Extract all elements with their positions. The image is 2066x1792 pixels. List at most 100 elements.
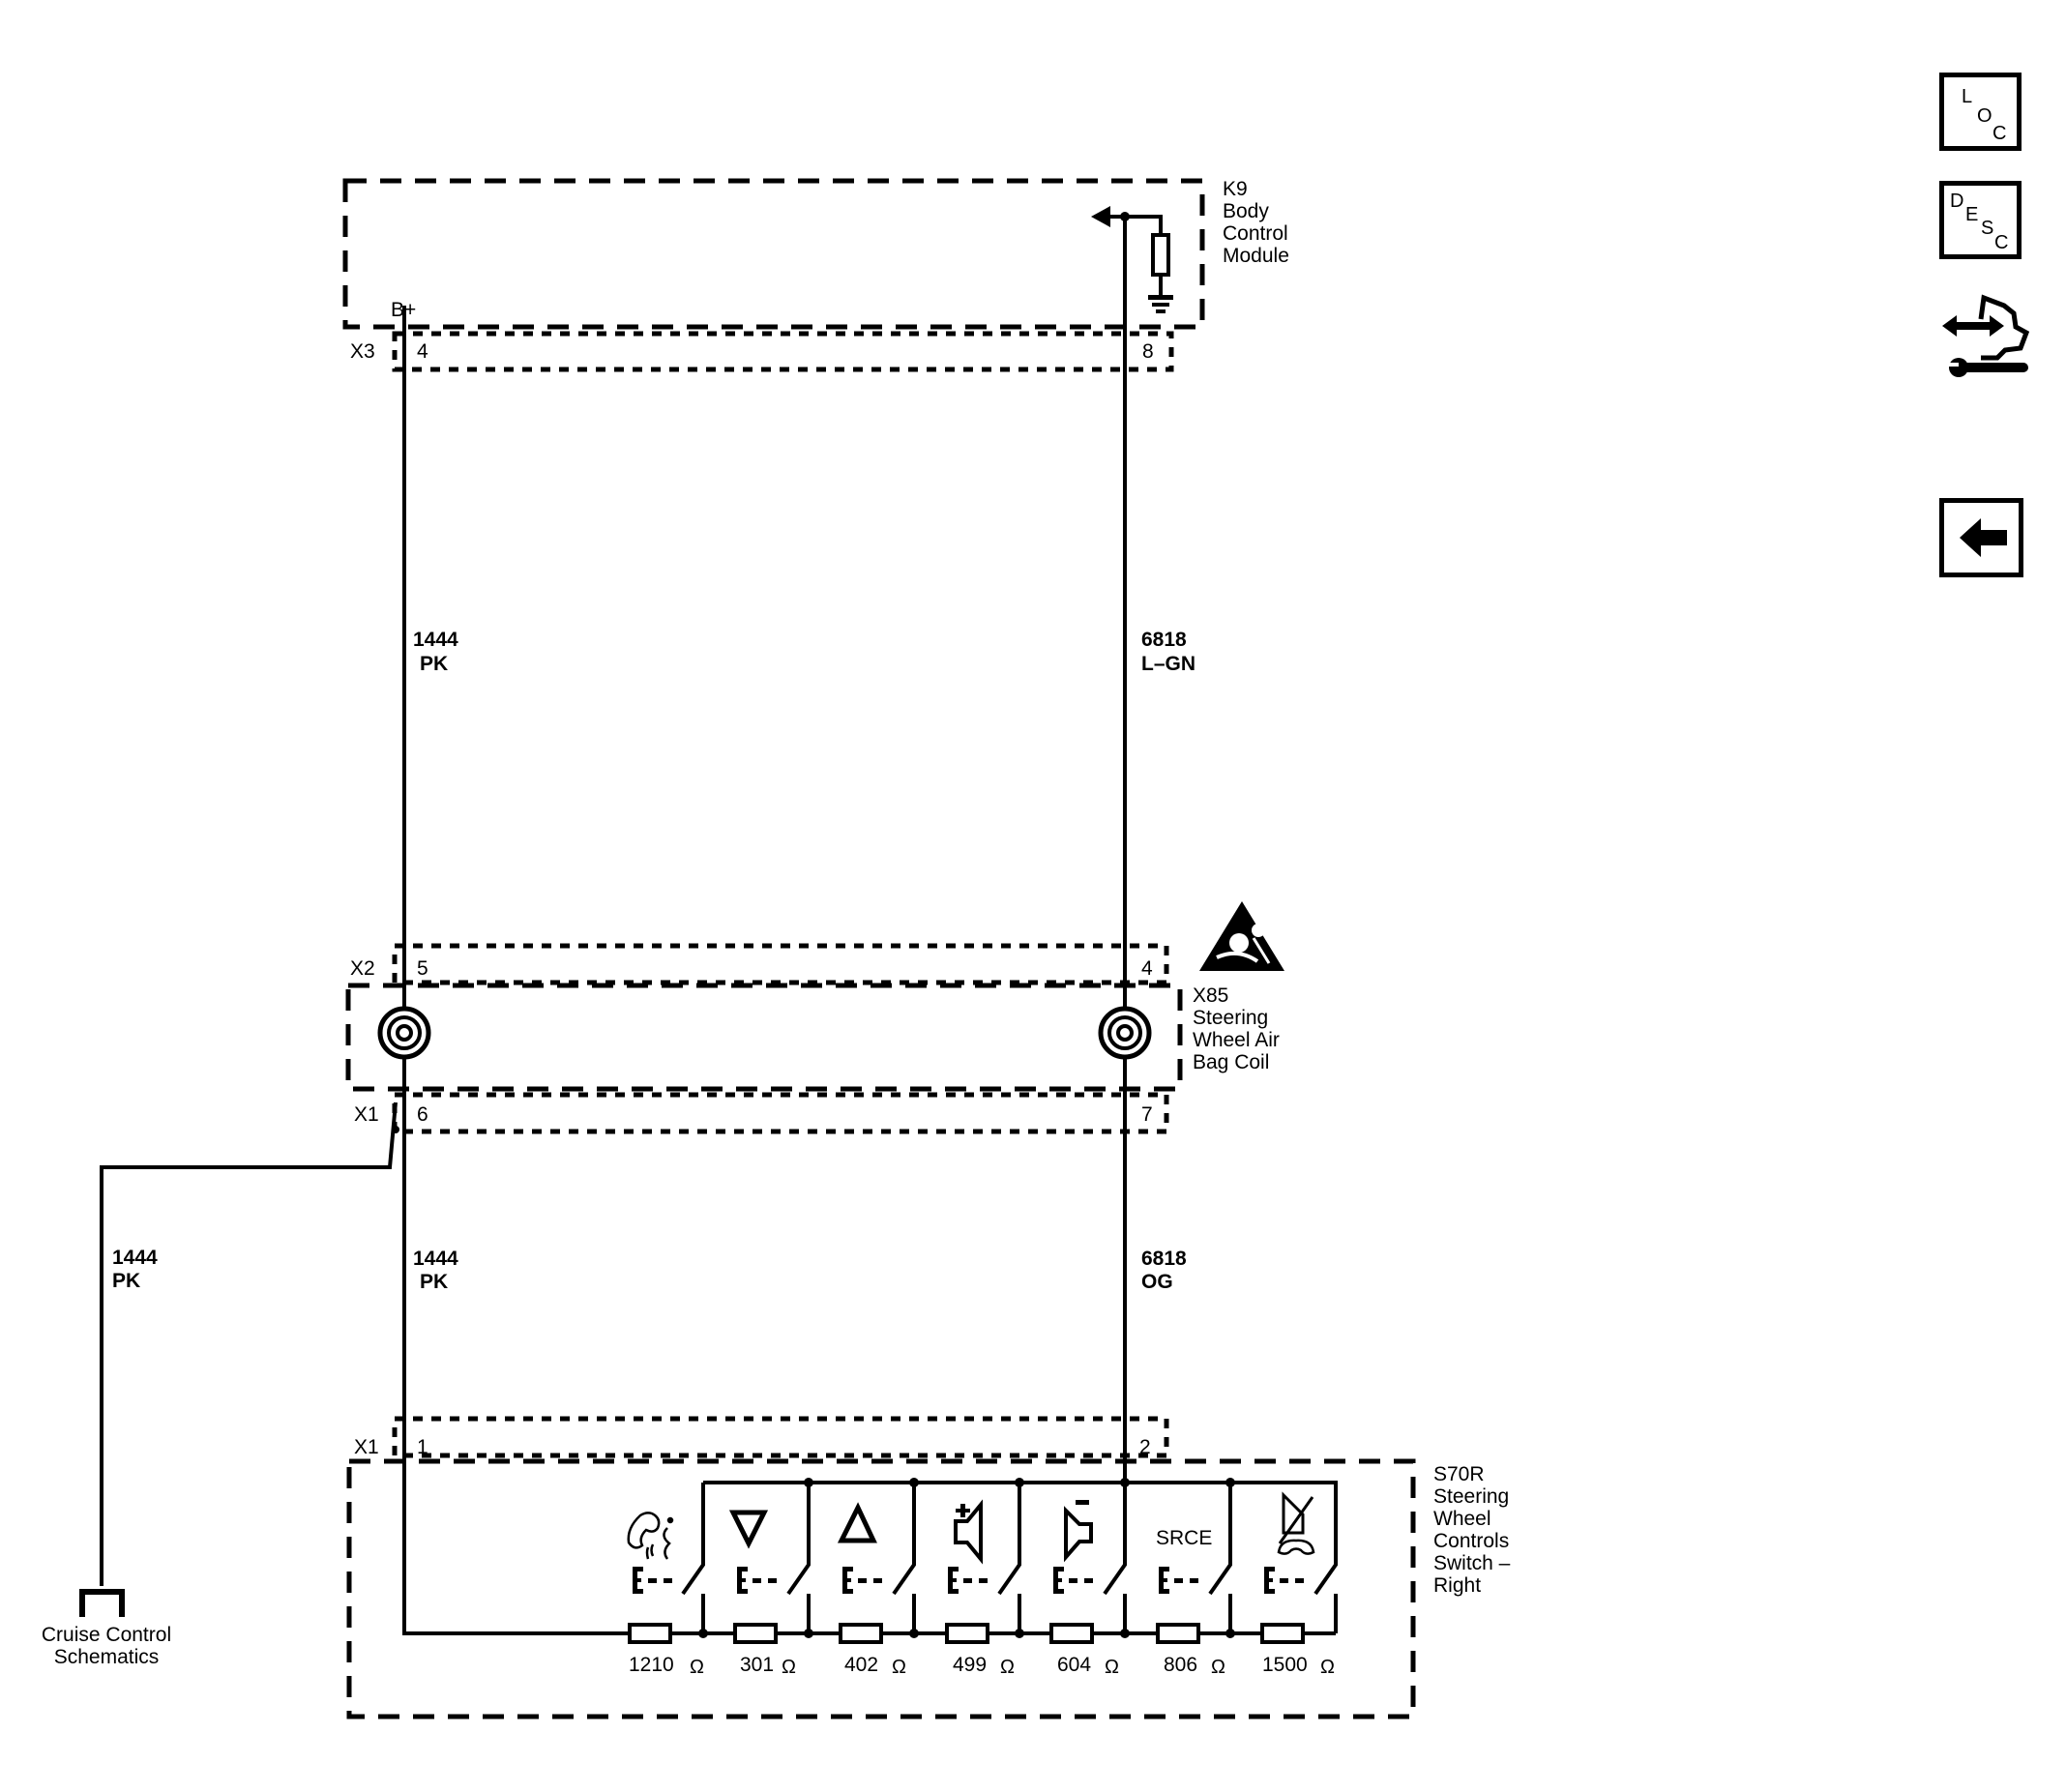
back-arrow-icon: [1960, 518, 2007, 557]
x85-module-boundary: [345, 983, 1183, 1092]
wire-lower-left-circuit: 1444: [413, 1248, 458, 1270]
k9-body-control-module: K9 Body Control Module B+ X3 4 8: [342, 178, 1289, 372]
cruise-control-reference-line2[interactable]: Schematics: [54, 1646, 160, 1668]
pull-down-resistor-icon: [1151, 233, 1170, 277]
ohm-unit: Ω: [690, 1657, 704, 1678]
volume-down-speaker-icon: [1064, 1500, 1093, 1563]
x1-pin-1: 1: [417, 1436, 428, 1458]
svg-text:O: O: [1977, 105, 1992, 127]
k9-label-line1: K9: [1223, 178, 1248, 200]
resistance-301: 301: [740, 1654, 774, 1676]
x3-pin-8: 8: [1142, 340, 1154, 363]
x2-pin-4: 4: [1141, 957, 1153, 980]
x1-pin-7: 7: [1141, 1103, 1153, 1126]
switch-volume-down[interactable]: 604 Ω: [1049, 1483, 1127, 1678]
ohm-unit: Ω: [782, 1657, 796, 1678]
x85-label-line2: Steering: [1193, 1007, 1268, 1029]
wire-branch-circuit: 1444: [112, 1247, 158, 1269]
switch-seek-up[interactable]: 402 Ω: [837, 1483, 916, 1678]
s70r-steering-wheel-controls-switch: X1 1 2 S70R Steering Wheel Controls Swit…: [346, 1416, 1511, 1719]
s70r-label-line6: Right: [1433, 1574, 1481, 1597]
k9-module-boundary: [342, 178, 1205, 330]
switch-mute-end-call[interactable]: 1500 Ω: [1230, 1481, 1338, 1678]
resistance-499: 499: [953, 1654, 987, 1676]
x2-connector: [392, 943, 1169, 985]
cruise-branch-wire: [100, 1102, 399, 1586]
k9-label-line4: Module: [1223, 245, 1289, 267]
seek-up-triangle-icon: [837, 1502, 877, 1543]
ohm-unit: Ω: [892, 1657, 906, 1678]
resistor-1210: [628, 1623, 672, 1644]
wire-upper-right-circuit: 6818: [1141, 629, 1187, 651]
cruise-control-reference-line1[interactable]: Cruise Control: [42, 1624, 171, 1646]
x1-pin-6: 6: [417, 1103, 428, 1126]
reference-connector-icon: [79, 1589, 125, 1617]
rail-junction-dots: [698, 1478, 1235, 1638]
switch-seek-down[interactable]: 301 Ω: [701, 1483, 811, 1678]
x1-coil-connector: [392, 1092, 1169, 1134]
ohm-unit: Ω: [1105, 1657, 1119, 1678]
wire-lower-right-circuit: 6818: [1141, 1248, 1187, 1270]
x1-coil-connector-label: X1: [354, 1103, 379, 1126]
description-view-button[interactable]: D E S C: [1939, 181, 2022, 259]
wire-upper-right-color: L–GN: [1141, 653, 1195, 675]
x3-pin-4: 4: [417, 340, 428, 363]
resistance-604: 604: [1057, 1654, 1091, 1676]
ohm-unit: Ω: [1211, 1657, 1225, 1678]
s70r-label-line1: S70R: [1433, 1463, 1485, 1485]
switch-source[interactable]: SRCE 806 Ω: [1156, 1483, 1232, 1678]
resistance-1500: 1500: [1262, 1654, 1308, 1676]
x1-switch-connector: [392, 1416, 1169, 1458]
clockspring-coil-icon-left: [377, 1006, 431, 1060]
resistor-604: [1049, 1623, 1094, 1644]
resistance-806: 806: [1164, 1654, 1197, 1676]
svg-text:D: D: [1950, 191, 1963, 212]
resistance-402: 402: [844, 1654, 878, 1676]
s70r-label-line3: Wheel: [1433, 1508, 1491, 1530]
clockspring-coil-icon-right: [1098, 1006, 1152, 1060]
k9-label-line3: Control: [1223, 222, 1288, 245]
s70r-label-line2: Steering: [1433, 1485, 1509, 1508]
resistor-499: [945, 1623, 989, 1644]
switch-volume-up[interactable]: 499 Ω: [945, 1483, 1021, 1678]
x85-label-line3: Wheel Air: [1193, 1029, 1280, 1051]
ohm-unit: Ω: [1000, 1657, 1015, 1678]
cruise-control-reference-link[interactable]: Cruise Control Schematics: [42, 1589, 171, 1668]
svg-text:L: L: [1962, 86, 1972, 107]
k9-label-line2: Body: [1223, 200, 1269, 222]
x1-switch-connector-label: X1: [354, 1436, 379, 1458]
x85-label-line4: Bag Coil: [1193, 1051, 1269, 1073]
back-button[interactable]: [1939, 498, 2023, 577]
ohm-unit: Ω: [1320, 1657, 1335, 1678]
phone-voice-icon: [627, 1512, 674, 1560]
svg-text:S: S: [1981, 218, 1993, 239]
k9-signal-input-icon: [1091, 206, 1170, 296]
volume-up-speaker-icon: [954, 1499, 983, 1565]
svg-text:E: E: [1965, 204, 1978, 225]
switch-phone[interactable]: 1210 Ω: [627, 1483, 705, 1678]
wire-upper-left-circuit: 1444: [413, 629, 458, 651]
wire-upper-left-color: PK: [420, 653, 448, 675]
connector-repair-button[interactable]: [1939, 290, 2046, 377]
mute-end-call-icon: [1277, 1491, 1315, 1555]
desc-icon: D E S C: [1950, 191, 2008, 253]
resistor-1500: [1260, 1623, 1305, 1644]
x85-air-bag-coil: X2 5 4 X1 6 7 X85 Steering Wheel Air Bag…: [345, 901, 1284, 1134]
x1-pin-2: 2: [1139, 1436, 1151, 1458]
wire-lower-right-color: OG: [1141, 1271, 1173, 1293]
resistance-1210: 1210: [629, 1654, 674, 1676]
location-view-button[interactable]: L O C: [1939, 73, 2022, 151]
seek-down-triangle-icon: [728, 1510, 769, 1549]
ground-icon: [1148, 295, 1173, 313]
x3-connector-label: X3: [350, 340, 375, 363]
momentary-actuator-icon: [633, 1567, 672, 1594]
x3-connector: [392, 331, 1174, 372]
svg-text:C: C: [1992, 123, 2006, 144]
resistor-806: [1156, 1623, 1200, 1644]
loc-icon: L O C: [1962, 86, 2006, 144]
wire-lower-left-color: PK: [420, 1271, 448, 1293]
resistor-402: [839, 1623, 883, 1644]
s70r-label-line5: Switch –: [1433, 1552, 1511, 1574]
x2-connector-label: X2: [350, 957, 375, 980]
